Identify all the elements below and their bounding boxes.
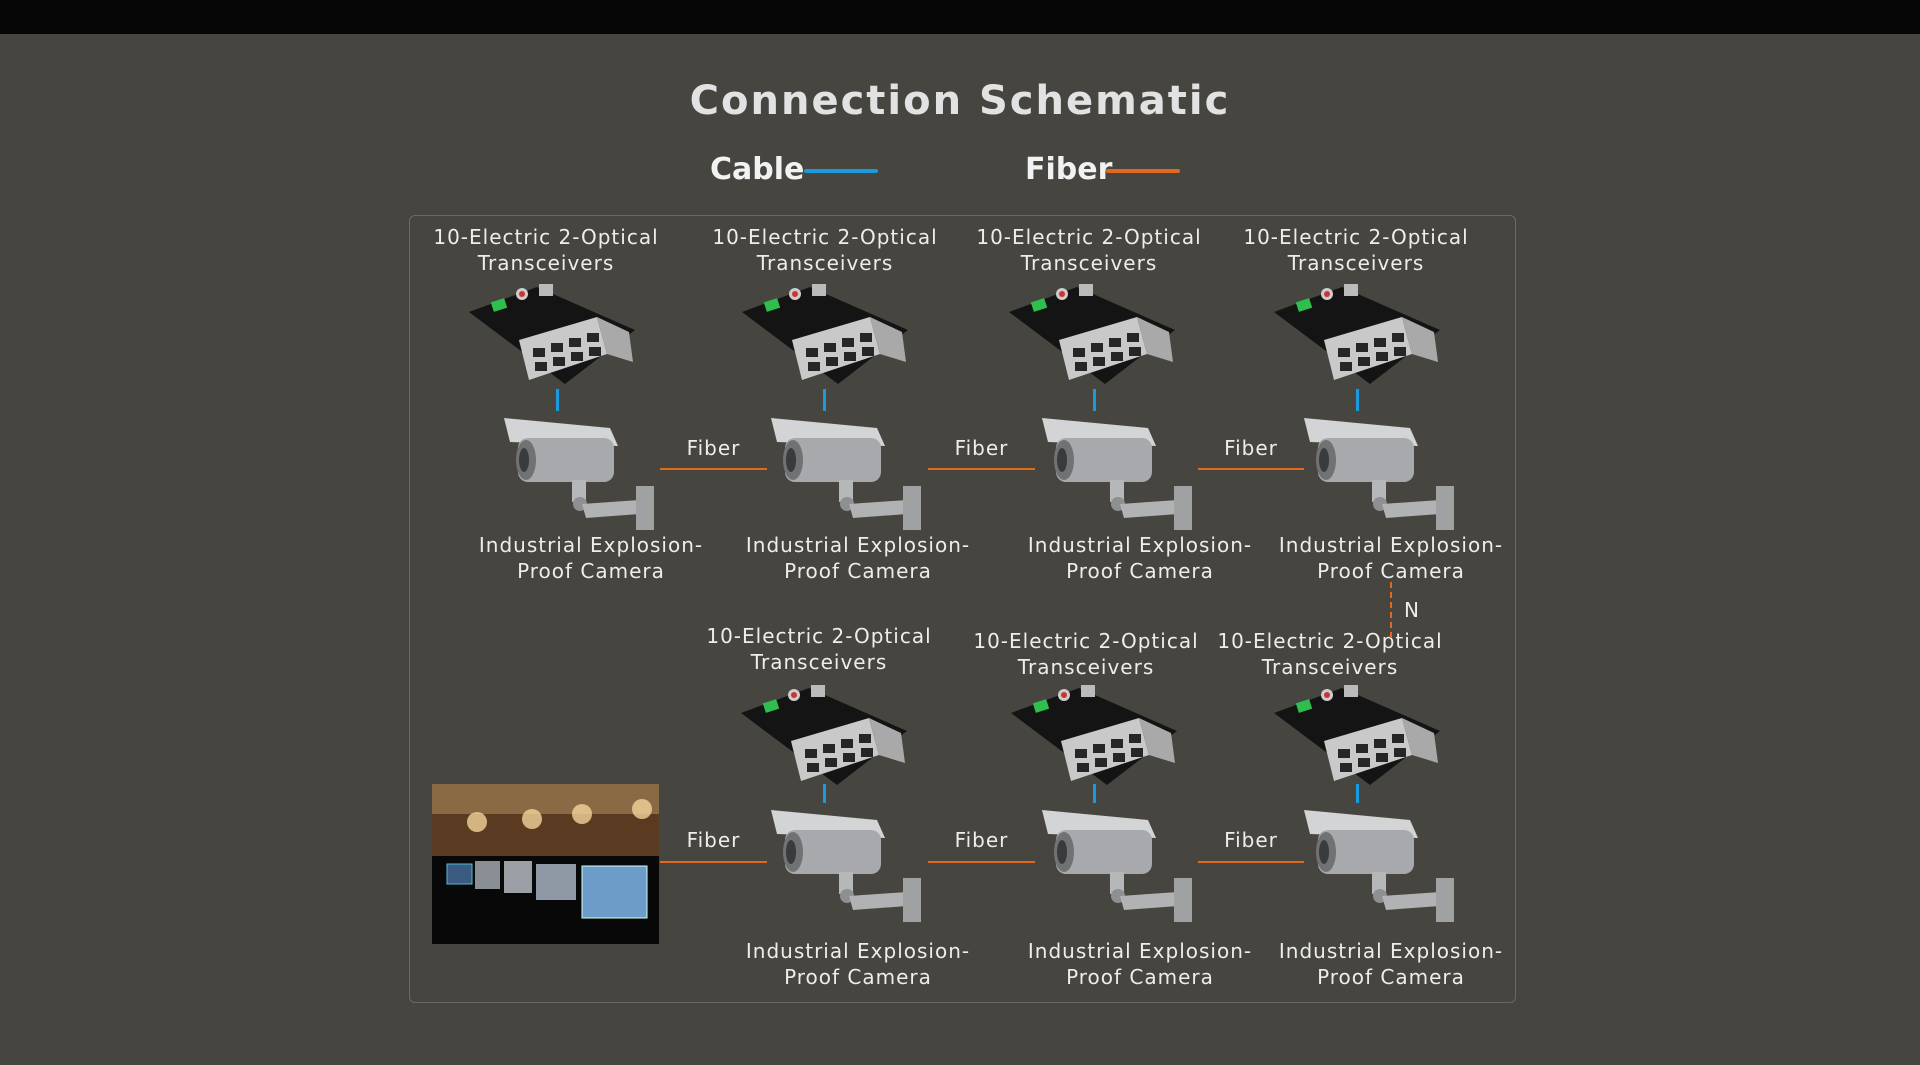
- camera-device: [767, 414, 922, 536]
- transceiver-device: [467, 282, 638, 396]
- fiber-link: [1198, 468, 1304, 470]
- n-label: N: [1404, 598, 1419, 622]
- transceiver-device: [1272, 683, 1443, 797]
- transceiver-device: [1272, 282, 1443, 396]
- page-title: Connection Schematic: [689, 78, 1231, 124]
- top-bar: [0, 0, 1920, 34]
- camera-label: Industrial Explosion-Proof Camera: [1027, 533, 1253, 583]
- cable-link: [1356, 784, 1359, 803]
- transceiver-device: [739, 683, 910, 797]
- camera-device: [500, 414, 655, 536]
- fiber-link-label: Fiber: [1224, 828, 1278, 852]
- camera-label: Industrial Explosion-Proof Camera: [478, 533, 704, 583]
- legend-fiber-line: [1106, 169, 1180, 173]
- transceiver-device: [740, 282, 911, 396]
- camera-label: Industrial Explosion-Proof Camera: [745, 533, 971, 583]
- fiber-link-label: Fiber: [954, 436, 1009, 460]
- cable-link: [1093, 389, 1096, 411]
- cable-link: [1356, 389, 1359, 411]
- cable-link: [823, 389, 826, 411]
- legend-cable-line: [804, 169, 878, 173]
- legend-cable-label: Cable: [710, 152, 805, 187]
- transceiver-label: 10-Electric 2-Optical Transceivers: [433, 225, 659, 275]
- transceiver-device: [1009, 683, 1180, 797]
- fiber-link: [660, 468, 767, 470]
- fiber-link-label: Fiber: [686, 828, 741, 852]
- transceiver-label: 10-Electric 2-Optical Transceivers: [706, 624, 932, 674]
- fiber-link: [1198, 861, 1304, 863]
- transceiver-label: 10-Electric 2-Optical Transceivers: [1217, 629, 1443, 679]
- camera-device: [1300, 414, 1455, 536]
- camera-label: Industrial Explosion-Proof Camera: [1278, 939, 1504, 989]
- cable-link: [823, 784, 826, 803]
- fiber-link: [928, 861, 1035, 863]
- monitoring-room-image: [432, 784, 659, 944]
- camera-device: [1038, 806, 1193, 928]
- transceiver-label: 10-Electric 2-Optical Transceivers: [976, 225, 1202, 275]
- camera-label: Industrial Explosion-Proof Camera: [745, 939, 971, 989]
- transceiver-label: 10-Electric 2-Optical Transceivers: [973, 629, 1199, 679]
- fiber-link: [928, 468, 1035, 470]
- fiber-link-label: Fiber: [954, 828, 1009, 852]
- schematic-panel: [409, 215, 1516, 1003]
- transceiver-label: 10-Electric 2-Optical Transceivers: [712, 225, 938, 275]
- transceiver-label: 10-Electric 2-Optical Transceivers: [1243, 225, 1469, 275]
- camera-device: [767, 806, 922, 928]
- camera-label: Industrial Explosion-Proof Camera: [1278, 533, 1504, 583]
- cable-link: [556, 389, 559, 411]
- legend-fiber-label: Fiber: [1025, 152, 1113, 187]
- camera-device: [1038, 414, 1193, 536]
- fiber-link: [660, 861, 767, 863]
- n-dashed-link: [1390, 582, 1392, 638]
- fiber-link-label: Fiber: [1224, 436, 1278, 460]
- camera-label: Industrial Explosion-Proof Camera: [1027, 939, 1253, 989]
- camera-device: [1300, 806, 1455, 928]
- cable-link: [1093, 784, 1096, 803]
- fiber-link-label: Fiber: [686, 436, 741, 460]
- transceiver-device: [1007, 282, 1178, 396]
